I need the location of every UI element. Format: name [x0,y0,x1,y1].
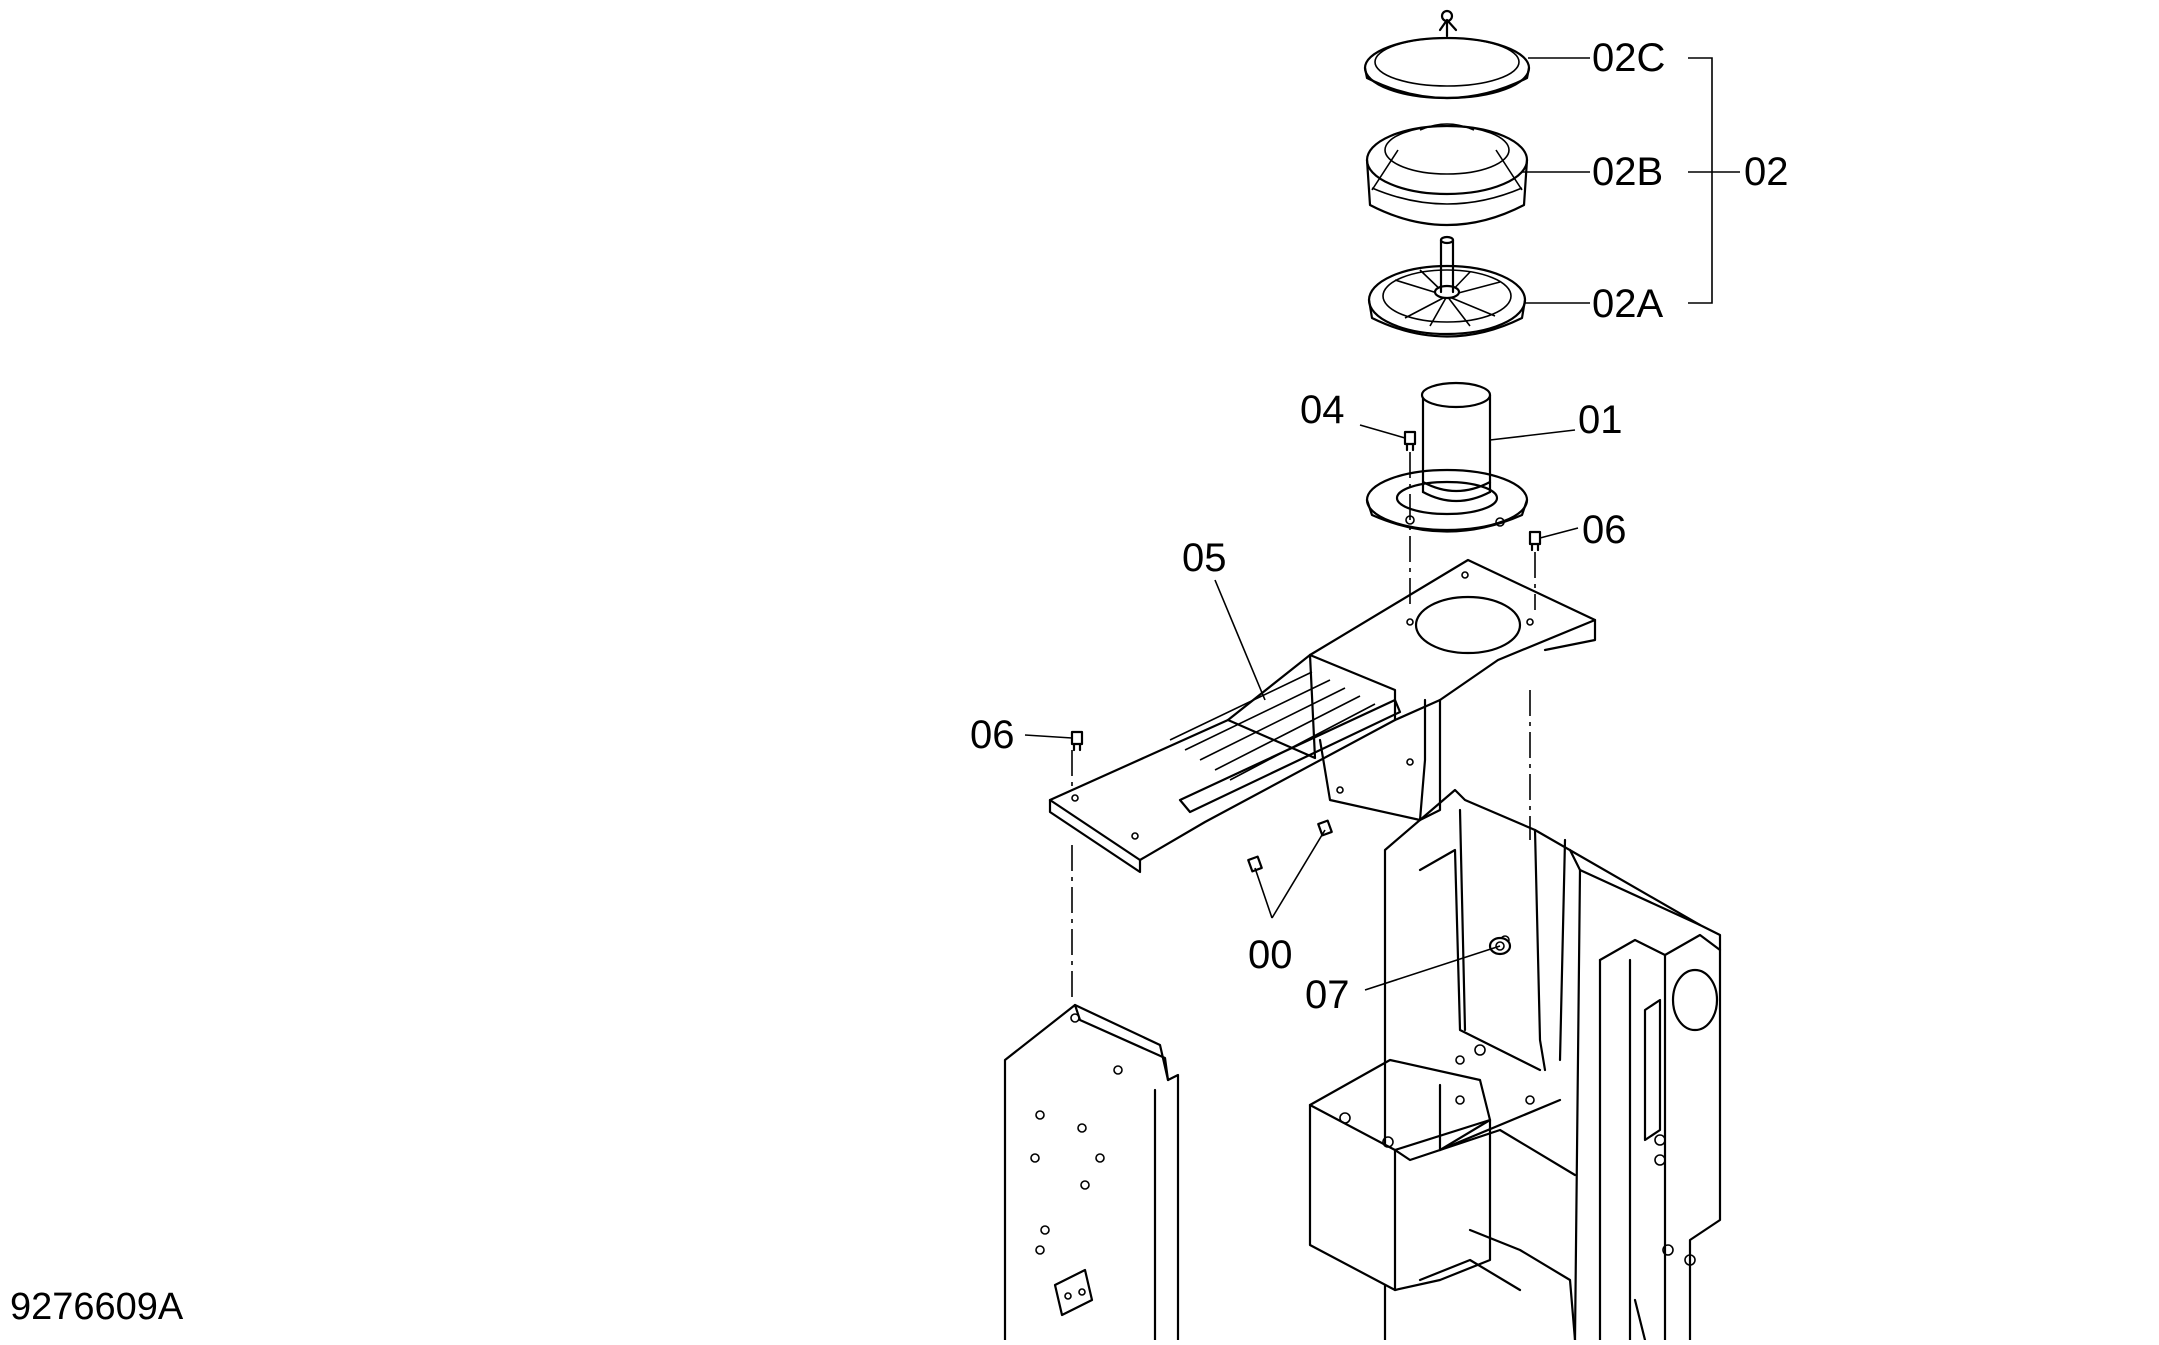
callout-07: 07 [1305,973,1350,1017]
callout-02c: 02C [1592,36,1666,80]
part-04-bolt [1403,430,1417,452]
part-01-canister [1365,381,1529,533]
callout-02b: 02B [1592,150,1664,194]
center-lines [1071,452,1536,1000]
part-02c-cover [1363,9,1531,100]
callout-02: 02 [1744,150,1789,194]
part-06-bolt-top [1528,530,1542,552]
part-02b-filter [1365,123,1529,226]
part-06-bolt-left [1070,730,1084,752]
callout-00: 00 [1248,933,1293,977]
part-05-bracket [1048,558,1597,874]
left-side-panel [1003,1003,1180,1342]
main-frame-assembly [1308,788,1722,1342]
callout-04: 04 [1300,388,1345,432]
callout-01: 01 [1578,398,1623,442]
callout-06-left: 06 [970,713,1015,757]
callout-06-top: 06 [1582,508,1627,552]
drawing-code: 9276609A [10,1286,184,1328]
leader-lines [1024,57,1740,991]
part-00-screws [1247,819,1333,873]
callout-02a: 02A [1592,282,1664,326]
callout-05: 05 [1182,536,1227,580]
part-02a-fan [1367,235,1527,338]
